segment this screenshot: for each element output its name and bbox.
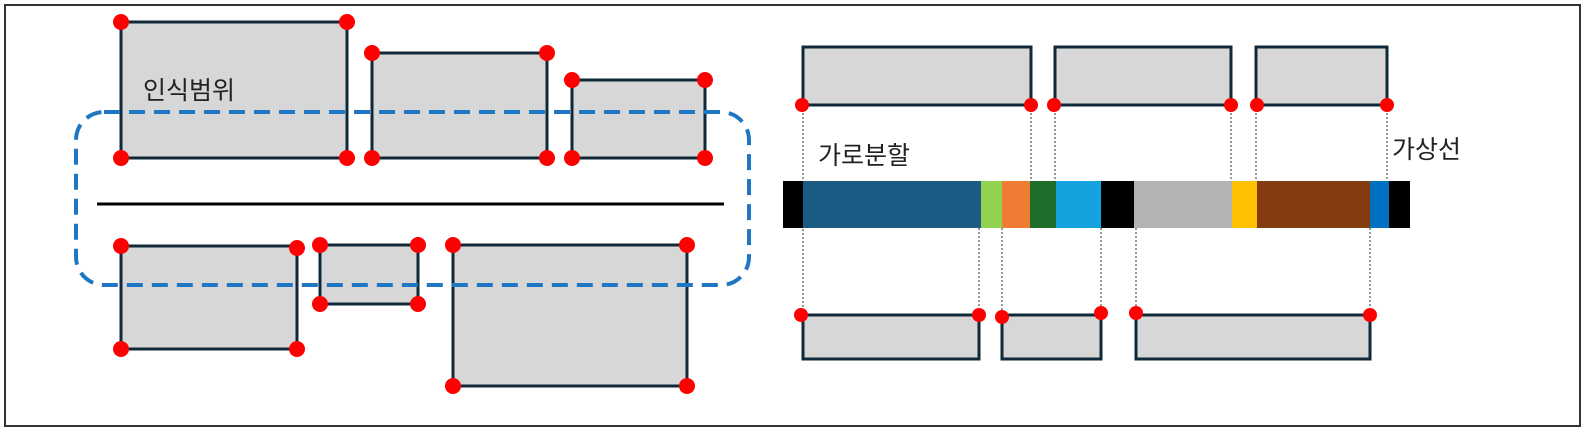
color-bar-segment: [1389, 181, 1410, 228]
corner-point: [312, 296, 328, 312]
box-right-top-2: [1053, 45, 1233, 107]
box-top-right: [570, 78, 707, 160]
corner-point: [113, 341, 129, 357]
box-right-bottom-2: [1000, 313, 1103, 361]
box-bottom-large: [451, 243, 689, 388]
label-virtual-line: 가상선: [1392, 135, 1462, 164]
corner-point: [539, 150, 555, 166]
box-right-bottom-1: [801, 313, 981, 361]
color-bar-segment: [1002, 181, 1030, 228]
corner-point: [1129, 306, 1143, 320]
corner-point: [679, 237, 695, 253]
left-top-boxes: [119, 20, 707, 160]
corner-point: [410, 296, 426, 312]
corner-point: [539, 45, 555, 61]
corner-point: [995, 310, 1009, 324]
left-bottom-boxes: [119, 243, 689, 388]
color-bar-segment: [1030, 181, 1056, 228]
label-recognition-range: 인식범위: [143, 76, 236, 105]
left-corner-points: [113, 14, 713, 394]
corner-point: [289, 240, 305, 256]
corner-point: [564, 72, 580, 88]
corner-point: [697, 150, 713, 166]
box-right-top-1: [801, 45, 1033, 107]
box-right-top-3: [1254, 45, 1389, 107]
corner-point: [445, 378, 461, 394]
corner-point: [312, 237, 328, 253]
corner-point: [339, 14, 355, 30]
corner-point: [1094, 306, 1108, 320]
corner-point: [445, 237, 461, 253]
corner-point: [339, 150, 355, 166]
corner-point: [410, 237, 426, 253]
corner-point: [1250, 98, 1264, 112]
color-bar-segment: [981, 181, 1002, 228]
color-bar-segment: [1257, 181, 1370, 228]
color-bar-segment: [1232, 181, 1257, 228]
corner-point: [564, 150, 580, 166]
color-bar-segment: [1056, 181, 1101, 228]
recognition-range-dashed-outline: [74, 110, 751, 287]
right-corner-points: [794, 98, 1394, 324]
corner-point: [1024, 98, 1038, 112]
right-top-boxes: [801, 45, 1389, 107]
corner-point: [679, 378, 695, 394]
color-bar-segment: [1370, 181, 1389, 228]
corner-point: [113, 14, 129, 30]
color-bar: [783, 181, 1410, 228]
corner-point: [113, 238, 129, 254]
label-horizontal-split: 가로분할: [818, 141, 911, 170]
box-bottom-left: [119, 244, 299, 351]
corner-point: [1380, 98, 1394, 112]
corner-point: [1224, 98, 1238, 112]
color-bar-segment: [803, 181, 981, 228]
corner-point: [697, 72, 713, 88]
corner-point: [794, 308, 808, 322]
corner-point: [1363, 308, 1377, 322]
corner-point: [113, 150, 129, 166]
color-bar-segment: [783, 181, 803, 228]
color-bar-segment: [1101, 181, 1134, 228]
corner-point: [972, 308, 986, 322]
box-top-middle: [370, 51, 549, 160]
corner-point: [1047, 98, 1061, 112]
right-bottom-boxes: [801, 313, 1372, 361]
box-right-bottom-3: [1134, 313, 1372, 361]
color-bar-segment: [1134, 181, 1232, 228]
box-bottom-small: [318, 243, 420, 306]
corner-point: [795, 98, 809, 112]
corner-point: [364, 150, 380, 166]
corner-point: [289, 341, 305, 357]
corner-point: [364, 45, 380, 61]
box-recognition-range: [119, 20, 349, 160]
